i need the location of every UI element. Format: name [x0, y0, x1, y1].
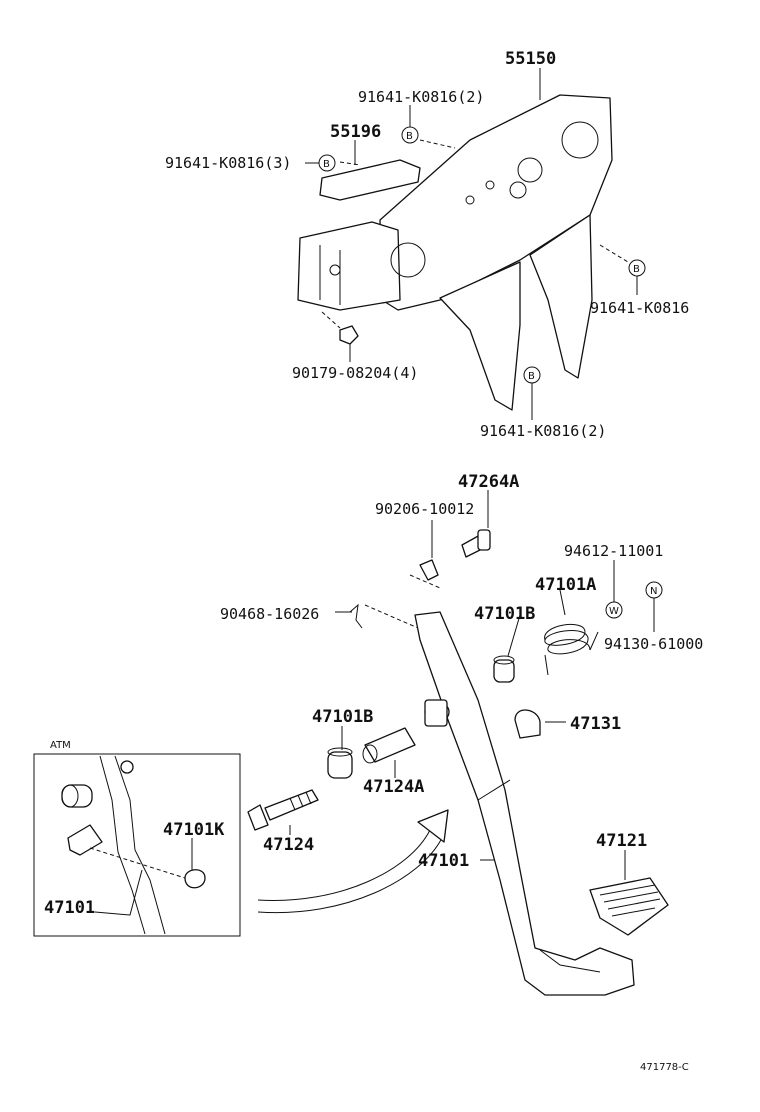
clip-90206 [419, 559, 439, 581]
bushing-47101B-left [327, 747, 353, 779]
pedal-bracket-assembly [297, 94, 629, 411]
label-55150: 55150 [505, 49, 556, 69]
callout-n: N [645, 581, 663, 599]
pedal-pad-47121 [589, 877, 669, 936]
label-47101B-left: 47101B [312, 707, 373, 727]
callout-b-left: B [318, 154, 336, 172]
svg-text:B: B [633, 264, 640, 275]
bolt-47124 [247, 789, 319, 831]
svg-text:W: W [609, 606, 619, 617]
label-94612: 94612-11001 [564, 542, 663, 560]
callout-b-bottom: B [523, 366, 541, 384]
label-47131: 47131 [570, 714, 621, 734]
callout-w: W [605, 601, 623, 619]
label-55196: 55196 [330, 122, 381, 142]
label-91641-b3: 91641-K0816(3) [165, 154, 291, 172]
label-atm: ATM [50, 740, 71, 751]
callout-b-right: B [628, 259, 646, 277]
inset-arrow [257, 829, 431, 901]
label-94130: 94130-61000 [604, 635, 703, 653]
label-47101B-top: 47101B [474, 604, 535, 624]
atm-inset [33, 753, 241, 937]
svg-text:N: N [650, 586, 657, 597]
label-90206: 90206-10012 [375, 500, 474, 518]
label-90179: 90179-08204(4) [292, 364, 418, 382]
label-91641-b2-bottom: 91641-K0816(2) [480, 422, 606, 440]
bushing-47101B-top [493, 655, 515, 683]
svg-text:B: B [323, 159, 330, 170]
callout-b-top: B [401, 126, 419, 144]
label-47101-main: 47101 [418, 851, 469, 871]
label-91641-b2-top: 91641-K0816(2) [358, 88, 484, 106]
spring-47101A [544, 624, 599, 676]
label-47101-inset: 47101 [44, 898, 95, 918]
collar-47124A [362, 727, 416, 764]
svg-text:B: B [528, 371, 535, 382]
label-47264A: 47264A [458, 472, 519, 492]
bolt-47264A [461, 529, 491, 558]
stopper-47131 [514, 709, 541, 739]
label-47124: 47124 [263, 835, 314, 855]
label-47101K: 47101K [163, 820, 225, 840]
label-90468: 90468-16026 [220, 605, 319, 623]
footer-code: 471778-C [640, 1062, 689, 1073]
label-47101A: 47101A [535, 575, 596, 595]
label-47121: 47121 [596, 831, 647, 851]
label-47124A: 47124A [363, 777, 424, 797]
brake-pedal-arm [414, 611, 635, 996]
pin-90468 [349, 603, 363, 629]
label-91641-right: 91641-K0816 [590, 299, 689, 317]
svg-text:B: B [406, 131, 413, 142]
